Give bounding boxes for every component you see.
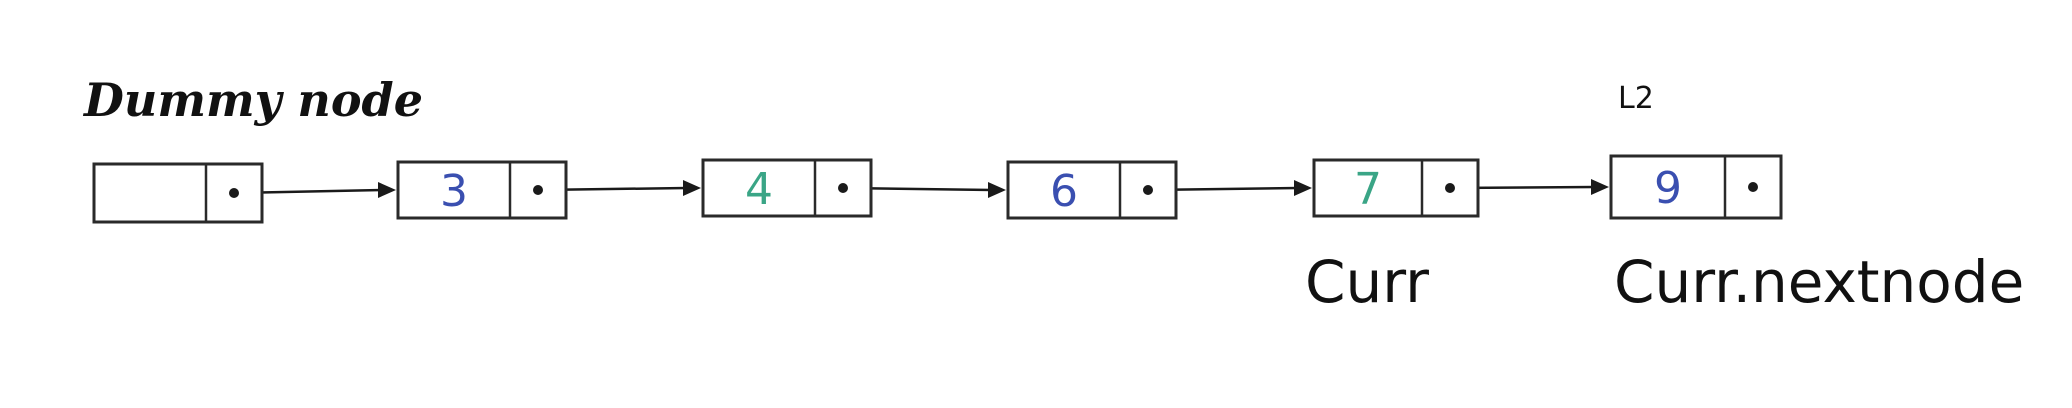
next-pointer-dot: [1143, 185, 1153, 195]
curr-next-pointer-label: Curr.nextnode: [1614, 248, 2024, 316]
node-value: 4: [745, 164, 773, 215]
next-pointer-dot: [229, 188, 239, 198]
list-node: 6: [1006, 160, 1178, 220]
node-value: 7: [1354, 164, 1382, 215]
dummy-node-title: Dummy node: [82, 73, 423, 127]
next-pointer-dot: [838, 183, 848, 193]
node-value: 6: [1050, 166, 1078, 217]
list-node: 4: [701, 158, 873, 218]
next-pointer-dot: [1445, 183, 1455, 193]
next-pointer-dot: [1748, 182, 1758, 192]
list-node: 7: [1312, 158, 1480, 218]
next-pointer-dot: [533, 185, 543, 195]
curr-pointer-label: Curr: [1305, 248, 1429, 316]
list-node: [92, 162, 264, 224]
node-value: 3: [440, 166, 468, 217]
node-list: 3 4 6 7 9: [92, 154, 1783, 224]
list-label: L2: [1618, 81, 1654, 116]
node-value: 9: [1654, 163, 1682, 214]
list-node: 9: [1609, 154, 1783, 220]
list-node: 3: [396, 160, 568, 220]
